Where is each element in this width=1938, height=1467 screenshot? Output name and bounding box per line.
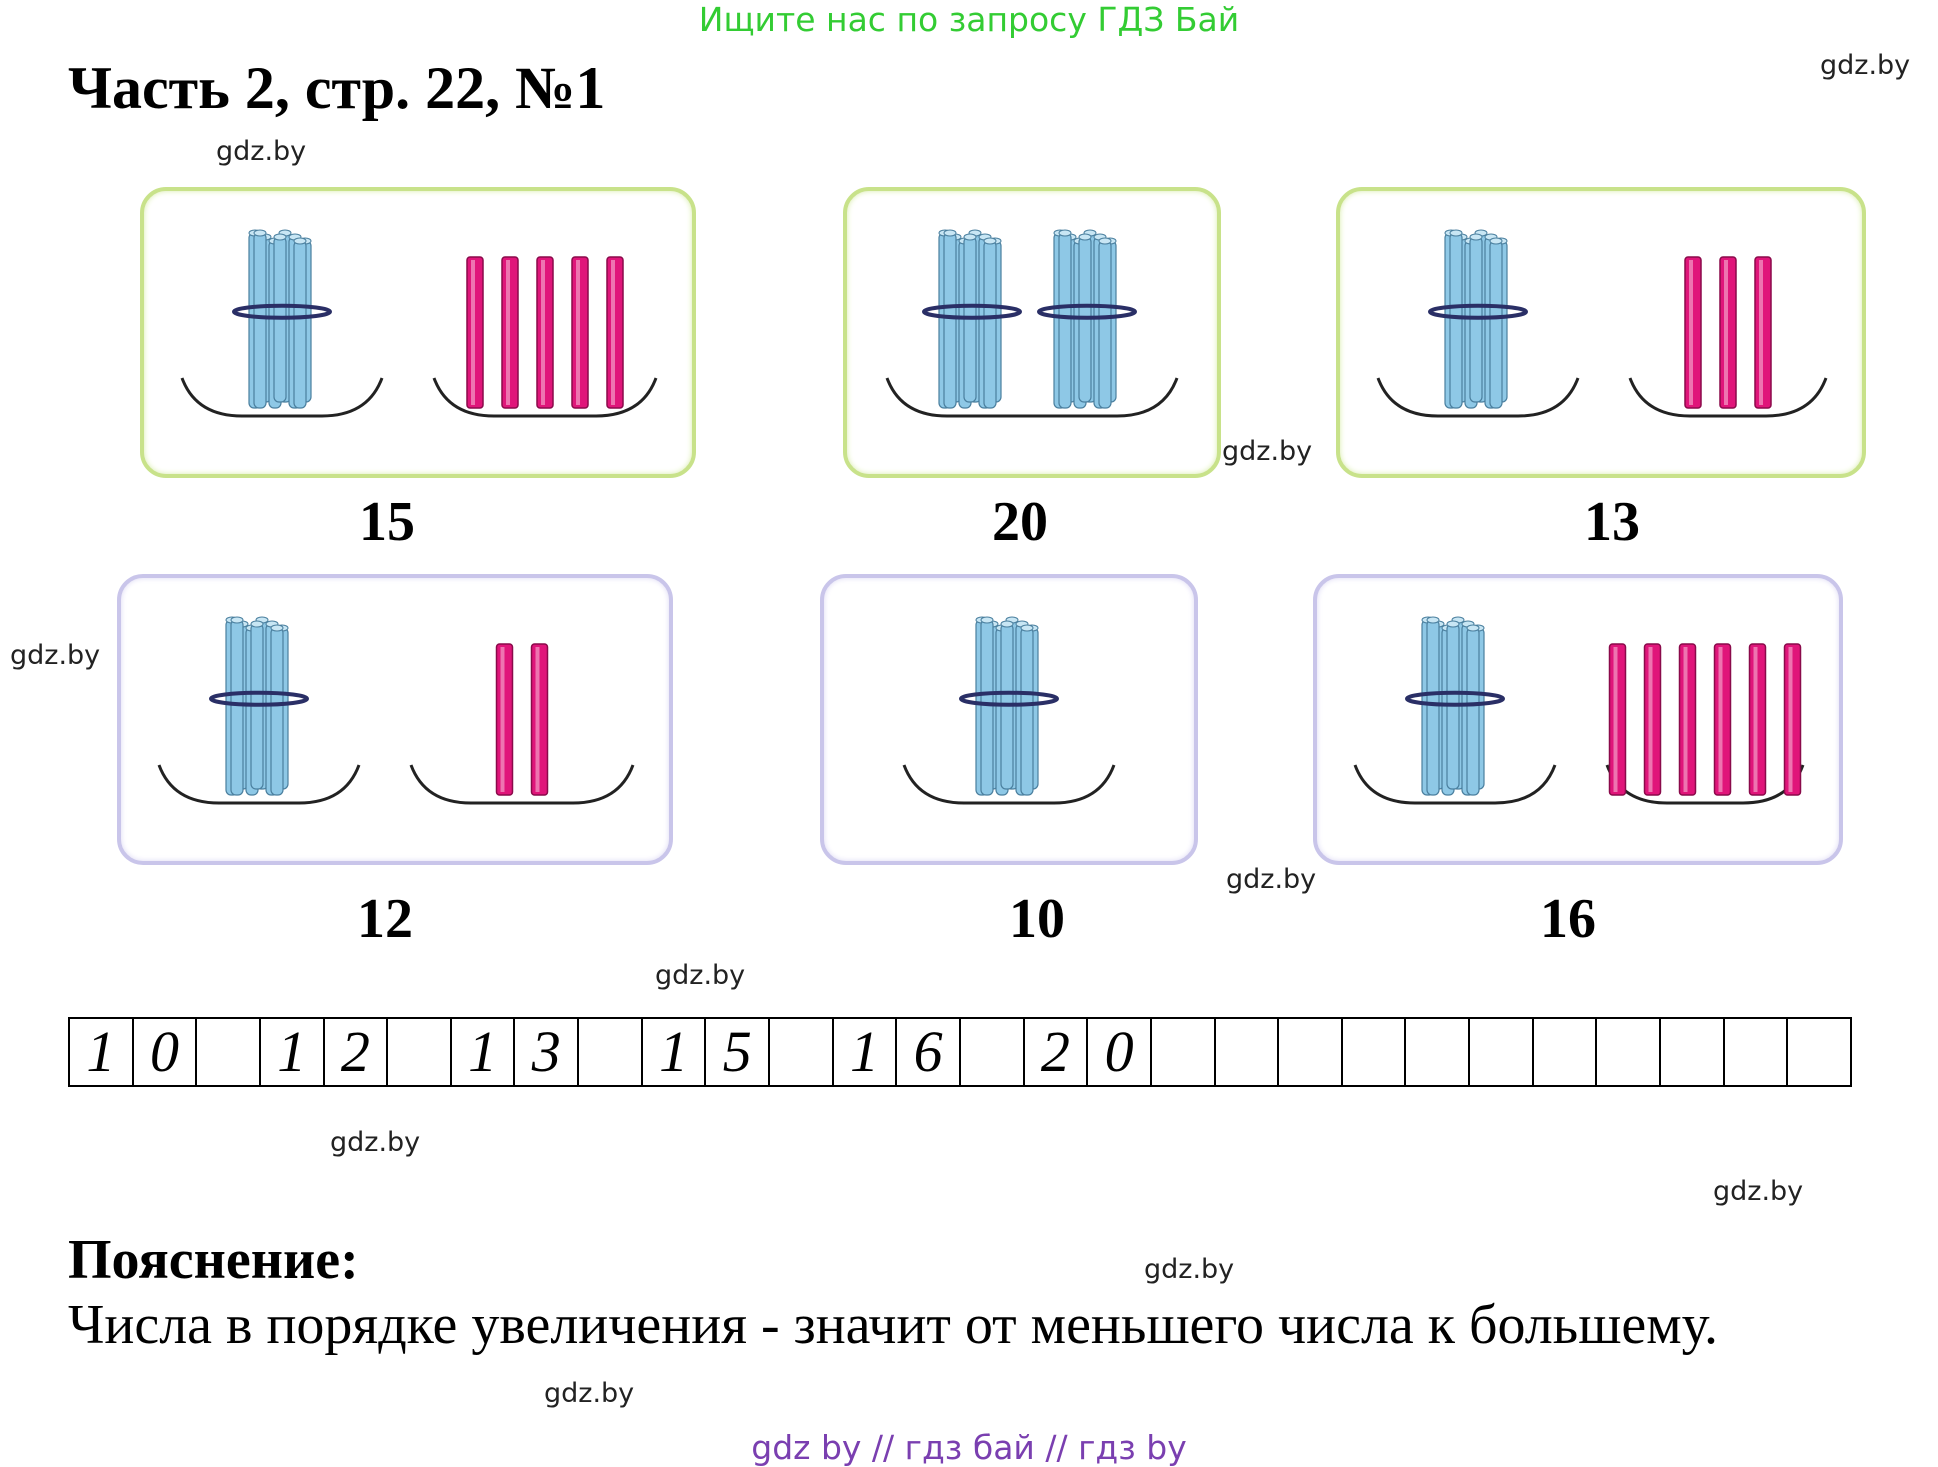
counting-card: [1313, 574, 1843, 865]
watermark: gdz.by: [1226, 864, 1317, 895]
watermark: gdz.by: [216, 136, 307, 167]
explanation-heading: Пояснение:: [68, 1229, 359, 1291]
answer-cell: 5: [706, 1019, 771, 1085]
ten-bundle-icon: [959, 616, 1059, 796]
answer-cell: [1725, 1019, 1789, 1085]
answer-cell: 2: [1025, 1019, 1089, 1085]
ten-bundle-icon: [232, 229, 332, 409]
card-number: 13: [1584, 491, 1640, 553]
watermark: gdz.by: [544, 1378, 635, 1409]
counting-card: [820, 574, 1198, 865]
watermark: gdz.by: [1222, 436, 1313, 467]
tray-icon: [902, 764, 1116, 805]
ten-bundle-icon: [1428, 229, 1528, 409]
answer-cell: [388, 1019, 452, 1085]
answer-cell: 1: [452, 1019, 516, 1085]
counting-card: [140, 187, 696, 478]
tray-icon: [432, 377, 658, 418]
answer-cell: 0: [134, 1019, 198, 1085]
search-banner: Ищите нас по запросу ГДЗ Бай: [698, 0, 1240, 39]
watermark: gdz.by: [10, 640, 101, 671]
counting-card: [117, 574, 673, 865]
answer-cell: 2: [325, 1019, 389, 1085]
card-number: 10: [1009, 888, 1065, 950]
tray-icon: [1628, 377, 1828, 418]
answer-cell: [197, 1019, 261, 1085]
answer-cell: [1279, 1019, 1343, 1085]
watermark: gdz.by: [1820, 50, 1911, 81]
tray-icon: [885, 377, 1179, 418]
answer-cell: 1: [261, 1019, 325, 1085]
card-number: 15: [359, 491, 415, 553]
answer-cell: 1: [834, 1019, 898, 1085]
ten-bundle-icon: [1037, 229, 1137, 409]
watermark: gdz.by: [655, 960, 746, 991]
answer-cell: [1788, 1019, 1850, 1085]
watermark: gdz.by: [1713, 1176, 1804, 1207]
ten-bundle-icon: [209, 616, 309, 796]
answer-cell: [1661, 1019, 1725, 1085]
answer-cell: 0: [1088, 1019, 1152, 1085]
answer-cell: 1: [70, 1019, 134, 1085]
answer-cell: [1597, 1019, 1662, 1085]
watermark: gdz.by: [330, 1127, 421, 1158]
card-number: 16: [1540, 888, 1596, 950]
counting-card: [1336, 187, 1866, 478]
answer-cell: [579, 1019, 643, 1085]
answer-cell: [1152, 1019, 1216, 1085]
answer-cell: [1216, 1019, 1280, 1085]
ten-bundle-icon: [922, 229, 1022, 409]
answer-cell: [1470, 1019, 1534, 1085]
answer-cell: [961, 1019, 1025, 1085]
answer-cell: [1406, 1019, 1471, 1085]
card-number: 12: [357, 888, 413, 950]
tray-icon: [1376, 377, 1580, 418]
answer-cell: [1534, 1019, 1598, 1085]
answer-cell: 3: [515, 1019, 580, 1085]
page-title: Часть 2, стр. 22, №1: [68, 55, 606, 121]
tray-icon: [157, 764, 361, 805]
footer-links: gdz by // гдз бай // гдз by: [751, 1428, 1187, 1467]
answer-cell: [1343, 1019, 1407, 1085]
tray-icon: [1353, 764, 1557, 805]
tray-icon: [409, 764, 635, 805]
counting-card: [843, 187, 1221, 478]
card-number: 20: [992, 491, 1048, 553]
answer-cell: 1: [643, 1019, 707, 1085]
answer-cell: [770, 1019, 834, 1085]
answer-cell: 6: [897, 1019, 961, 1085]
ten-bundle-icon: [1405, 616, 1505, 796]
tray-icon: [180, 377, 384, 418]
explanation-text: Числа в порядке увеличения - значит от м…: [68, 1294, 1719, 1356]
tray-icon: [1605, 764, 1805, 805]
watermark: gdz.by: [1144, 1254, 1235, 1285]
